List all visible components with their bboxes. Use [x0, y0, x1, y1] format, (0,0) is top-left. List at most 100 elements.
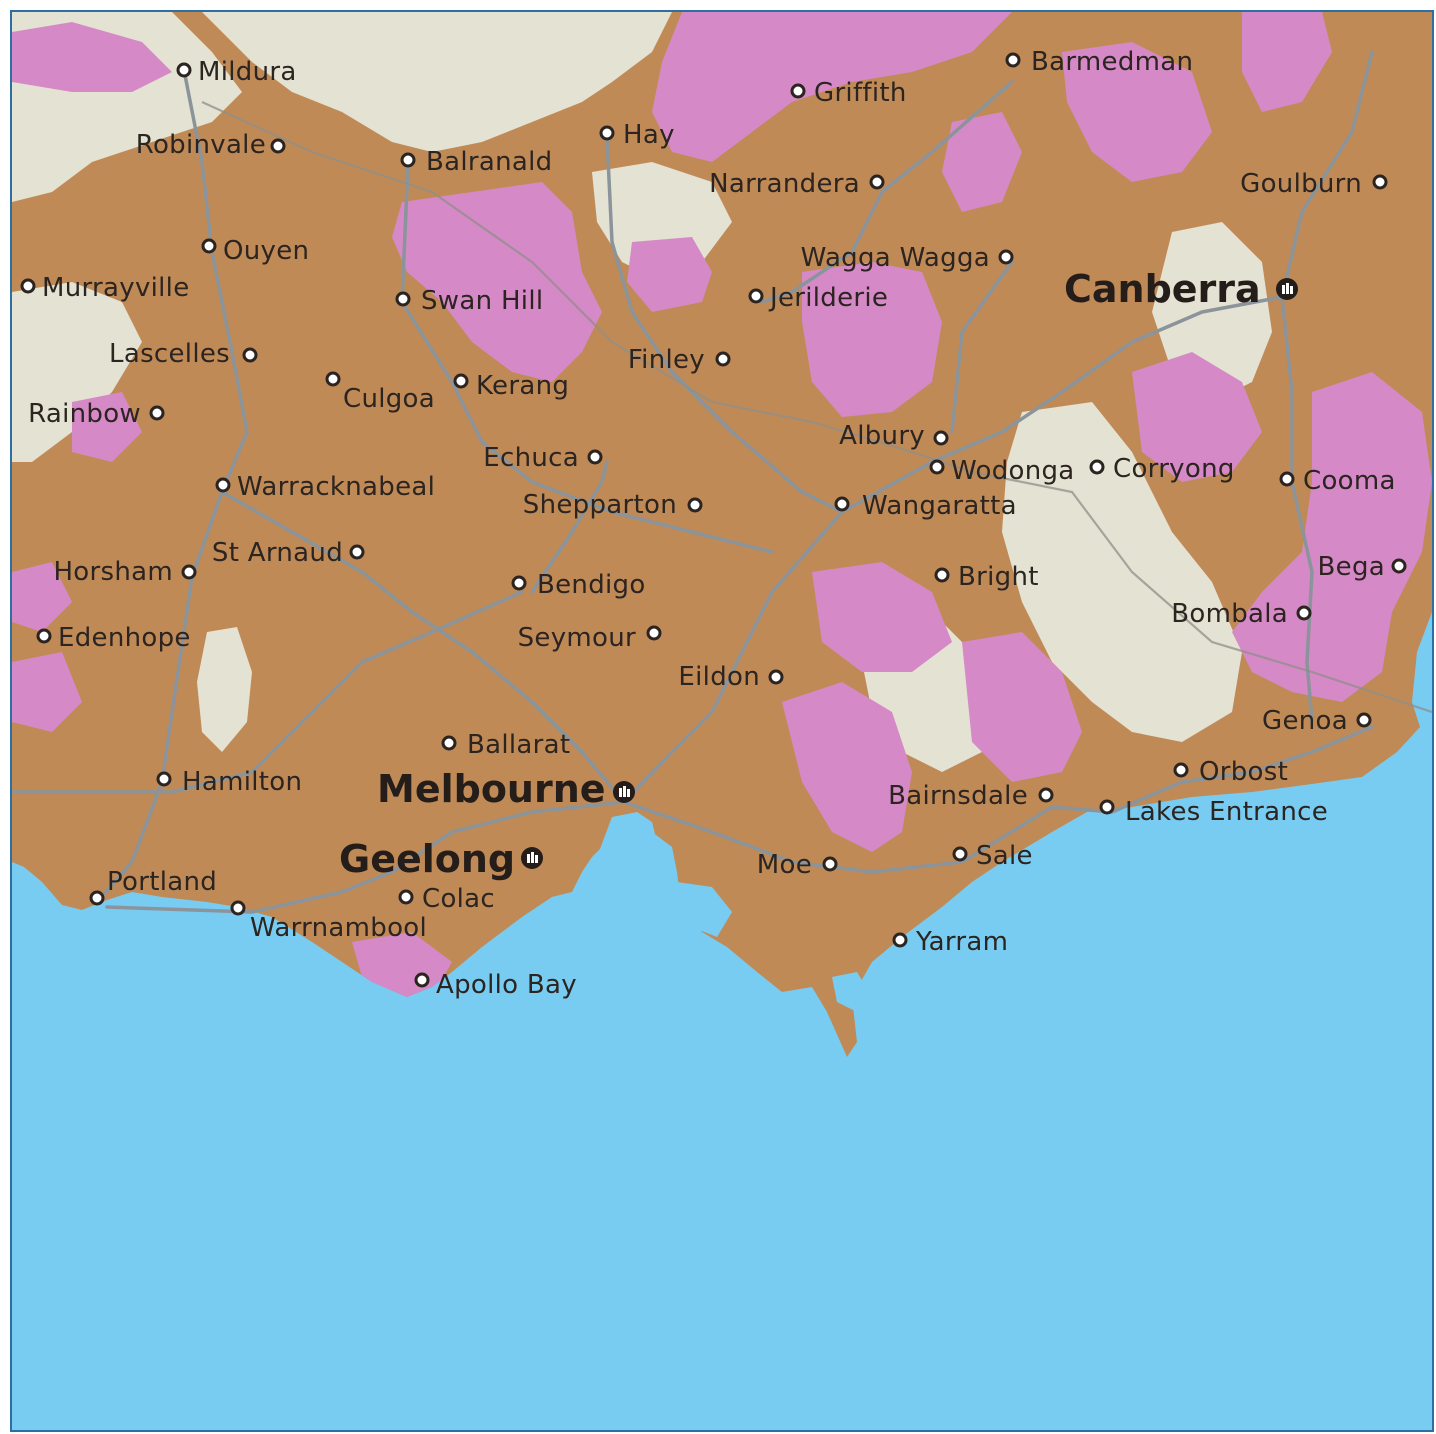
town-seymour[interactable]: Seymour — [518, 623, 662, 653]
town-apollo-bay[interactable]: Apollo Bay — [414, 970, 577, 1000]
city-melbourne[interactable]: Melbourne — [377, 767, 635, 811]
zone-pale — [197, 627, 252, 752]
zone-pink — [802, 262, 942, 417]
town-cooma[interactable]: Cooma — [1279, 466, 1396, 496]
town-bombala[interactable]: Bombala — [1171, 599, 1312, 629]
town-robinvale[interactable]: Robinvale — [136, 130, 286, 160]
city-icon — [1276, 278, 1298, 300]
town-goulburn[interactable]: Goulburn — [1240, 169, 1388, 199]
zone-pink — [12, 562, 72, 632]
town-label: Albury — [839, 421, 925, 451]
town-bright[interactable]: Bright — [934, 562, 1039, 592]
western-port-bay — [677, 882, 732, 937]
town-finley[interactable]: Finley — [628, 345, 731, 375]
town-label: Griffith — [814, 78, 907, 108]
map-frame[interactable]: Mildura Robinvale Balranald Hay Griffith… — [10, 10, 1434, 1432]
town-balranald[interactable]: Balranald — [400, 147, 552, 177]
town-label: Warrnambool — [250, 913, 427, 943]
city-geelong[interactable]: Geelong — [339, 837, 543, 881]
town-ouyen[interactable]: Ouyen — [201, 236, 309, 266]
city-label: Canberra — [1064, 267, 1261, 311]
zone-pink — [942, 112, 1022, 212]
town-label: Kerang — [476, 371, 569, 401]
town-wagga-wagga[interactable]: Wagga Wagga — [801, 243, 1014, 273]
town-orbost[interactable]: Orbost — [1173, 757, 1288, 787]
town-label: Rainbow — [28, 399, 141, 429]
town-moe[interactable]: Moe — [757, 850, 838, 880]
town-albury[interactable]: Albury — [839, 421, 949, 451]
town-label: Genoa — [1262, 706, 1348, 736]
town-barmedman[interactable]: Barmedman — [1005, 47, 1193, 77]
capital-markers: Canberra Melbourne Geelong — [339, 267, 1298, 881]
town-label: Mildura — [198, 57, 297, 87]
town-label: Wodonga — [951, 456, 1075, 486]
town-label: Ballarat — [467, 730, 570, 760]
town-markers: Mildura Robinvale Balranald Hay Griffith… — [20, 47, 1407, 1000]
town-bairnsdale[interactable]: Bairnsdale — [888, 781, 1054, 811]
town-colac[interactable]: Colac — [398, 884, 495, 914]
town-griffith[interactable]: Griffith — [790, 78, 907, 108]
town-echuca[interactable]: Echuca — [483, 443, 603, 473]
town-edenhope[interactable]: Edenhope — [36, 623, 191, 653]
town-culgoa[interactable]: Culgoa — [325, 371, 435, 414]
town-mildura[interactable]: Mildura — [176, 57, 297, 87]
town-genoa[interactable]: Genoa — [1262, 706, 1372, 736]
town-label: Apollo Bay — [436, 970, 577, 1000]
town-label: Orbost — [1199, 757, 1288, 787]
zone-pale — [202, 12, 672, 152]
town-label: Bombala — [1171, 599, 1288, 629]
town-label: Bega — [1318, 552, 1385, 582]
town-label: Seymour — [518, 623, 636, 653]
town-st-arnaud[interactable]: St Arnaud — [212, 538, 365, 568]
town-wodonga[interactable]: Wodonga — [929, 456, 1075, 486]
town-label: Moe — [757, 850, 812, 880]
town-label: Edenhope — [58, 623, 191, 653]
town-jerilderie[interactable]: Jerilderie — [748, 283, 888, 313]
zone-pale — [1002, 402, 1242, 742]
town-label: Bright — [958, 562, 1039, 592]
town-hay[interactable]: Hay — [599, 120, 675, 150]
town-ballarat[interactable]: Ballarat — [441, 730, 570, 760]
town-warrnambool[interactable]: Warrnambool — [230, 900, 427, 943]
city-label: Melbourne — [377, 767, 606, 811]
town-label: St Arnaud — [212, 538, 343, 568]
town-label: Bairnsdale — [888, 781, 1028, 811]
city-icon — [521, 847, 543, 869]
zone-pink — [1242, 12, 1332, 112]
town-swan-hill[interactable]: Swan Hill — [395, 286, 543, 316]
map-canvas[interactable]: Mildura Robinvale Balranald Hay Griffith… — [12, 12, 1432, 1430]
town-horsham[interactable]: Horsham — [53, 557, 197, 587]
city-label: Geelong — [339, 837, 515, 881]
town-label: Jerilderie — [768, 283, 888, 313]
town-eildon[interactable]: Eildon — [678, 662, 784, 692]
town-label: Lakes Entrance — [1125, 797, 1328, 827]
town-label: Murrayville — [42, 273, 190, 303]
town-bendigo[interactable]: Bendigo — [511, 570, 646, 600]
zone-pink — [72, 392, 142, 462]
town-label: Goulburn — [1240, 169, 1362, 199]
town-label: Swan Hill — [421, 286, 543, 316]
town-shepparton[interactable]: Shepparton — [523, 490, 703, 520]
town-corryong[interactable]: Corryong — [1089, 454, 1235, 484]
zone-pink — [1232, 372, 1432, 702]
town-label: Hay — [623, 120, 675, 150]
zone-pink — [12, 652, 82, 732]
town-yarram[interactable]: Yarram — [892, 927, 1008, 957]
town-murrayville[interactable]: Murrayville — [20, 273, 190, 303]
zone-pale — [12, 282, 142, 462]
town-sale[interactable]: Sale — [952, 841, 1033, 871]
town-label: Corryong — [1113, 454, 1235, 484]
town-label: Lascelles — [109, 339, 230, 369]
town-lascelles[interactable]: Lascelles — [109, 339, 258, 369]
town-portland[interactable]: Portland — [89, 867, 217, 906]
town-label: Ouyen — [223, 236, 309, 266]
town-bega[interactable]: Bega — [1318, 552, 1407, 582]
town-lakes-entrance[interactable]: Lakes Entrance — [1099, 797, 1328, 827]
city-canberra[interactable]: Canberra — [1064, 267, 1298, 311]
town-warracknabeal[interactable]: Warracknabeal — [215, 472, 435, 502]
town-narrandera[interactable]: Narrandera — [709, 169, 885, 199]
town-rainbow[interactable]: Rainbow — [28, 399, 165, 429]
town-kerang[interactable]: Kerang — [453, 371, 569, 401]
town-hamilton[interactable]: Hamilton — [156, 767, 302, 797]
town-wangaratta[interactable]: Wangaratta — [834, 491, 1017, 521]
